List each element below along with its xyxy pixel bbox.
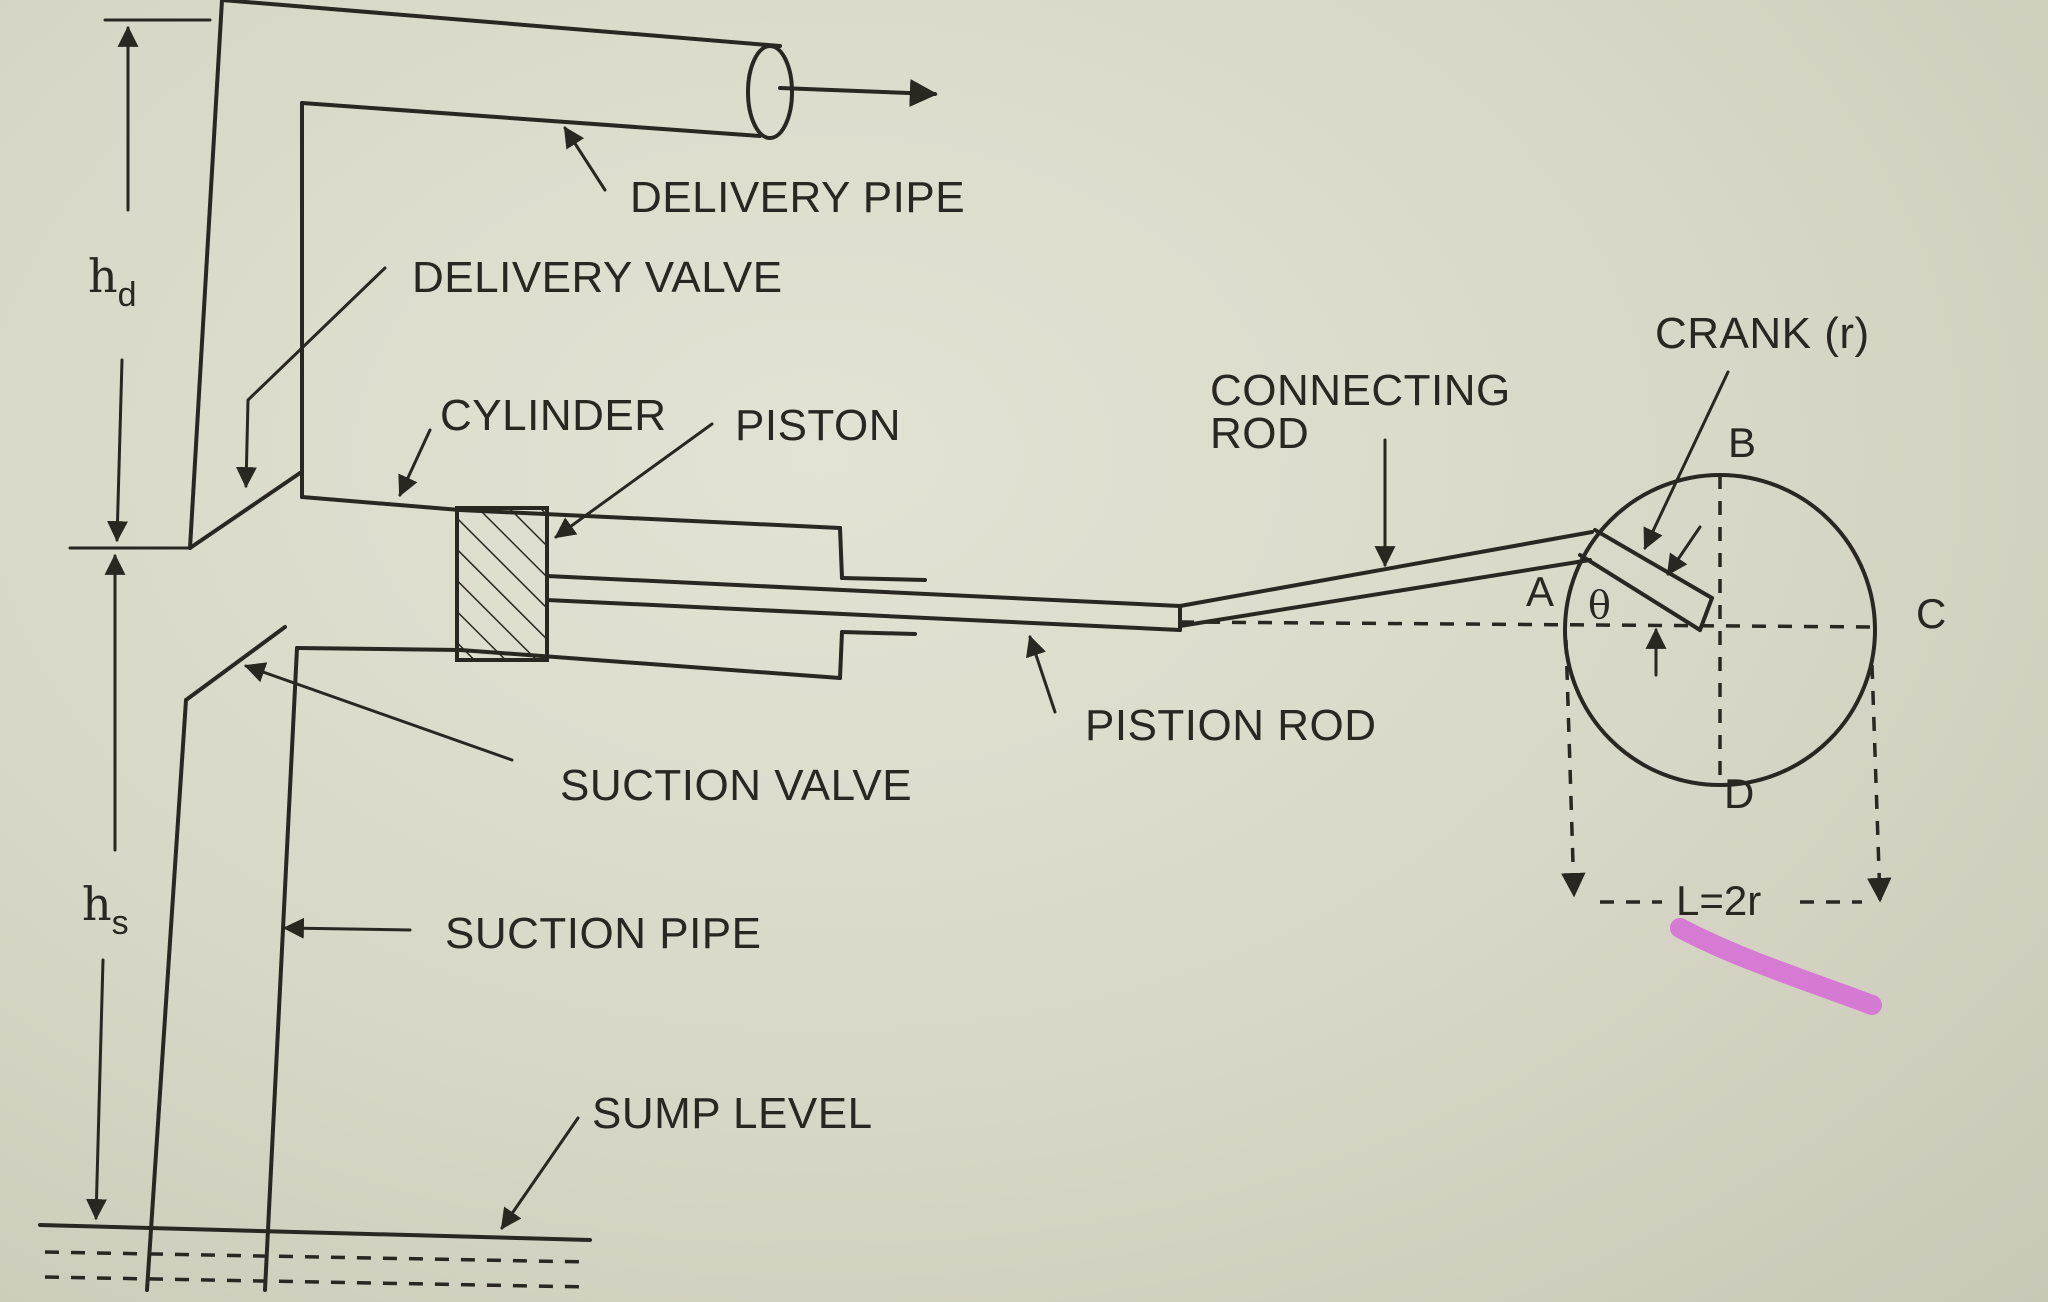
highlighter-mark xyxy=(1670,918,1882,1015)
delivery-head-symbol: hd xyxy=(88,249,137,314)
delivery-pipe-label: DELIVERY PIPE xyxy=(630,173,965,222)
sump-water xyxy=(38,1223,592,1289)
point-b-label: B xyxy=(1728,419,1756,466)
connecting-rod xyxy=(1178,530,1594,628)
cylinder-label: CYLINDER xyxy=(440,391,667,440)
connecting-rod-label-line1: CONNECTING xyxy=(1210,366,1511,415)
piston-label: PISTON xyxy=(735,401,901,450)
stroke-length-label: L=2r xyxy=(1676,877,1761,924)
suction-valve-label: SUCTION VALVE xyxy=(560,761,912,810)
piston xyxy=(455,506,549,662)
piston-rod xyxy=(545,574,1182,632)
height-dimensions xyxy=(68,18,212,1221)
point-c-label: C xyxy=(1916,590,1946,637)
pointer-arrows xyxy=(235,126,1730,1230)
stroke-length-dimension xyxy=(1561,639,1892,904)
point-a-label: A xyxy=(1526,568,1554,615)
piston-rod-label: PISTION ROD xyxy=(1085,701,1377,750)
crank-label: CRANK (r) xyxy=(1655,309,1870,358)
suction-head-symbol: hs xyxy=(82,877,129,942)
theta-angle-label: θ xyxy=(1588,583,1611,627)
suction-delivery-pipe-walls xyxy=(145,0,304,1292)
sump-level-label: SUMP LEVEL xyxy=(592,1089,873,1138)
delivery-pipe xyxy=(220,0,938,140)
connecting-rod-label-line2: ROD xyxy=(1210,409,1309,458)
suction-pipe-label: SUCTION PIPE xyxy=(445,909,762,958)
point-d-label: D xyxy=(1724,770,1754,817)
delivery-valve-label: DELIVERY VALVE xyxy=(412,253,783,302)
crank-circle xyxy=(1179,473,1877,787)
